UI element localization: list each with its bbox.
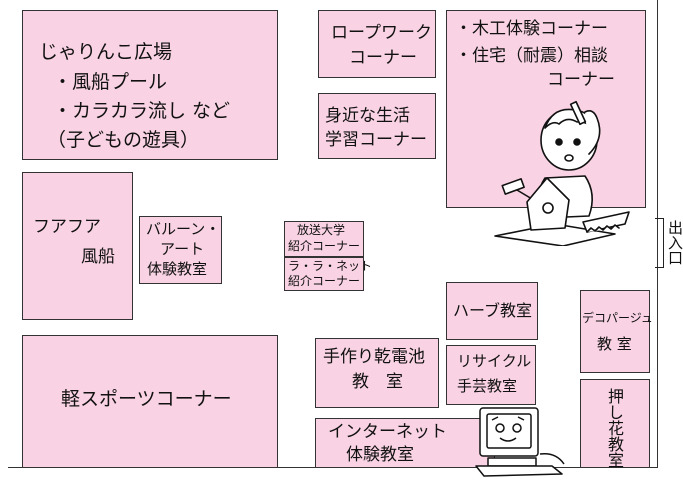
booth-woodwork-housing: ・木工体験コーナー ・住宅（耐震）相談 コーナー — [446, 10, 646, 208]
jarinko-item-balloon-pool: ・風船プール — [53, 71, 168, 93]
booth-lalanet: ラ・ラ・ネット 紹介コーナー — [284, 257, 372, 291]
balloon-art-line3: 体験教室 — [147, 260, 208, 278]
balloon-art-line2: アート — [160, 240, 205, 258]
recycle-line1: リサイクル — [457, 352, 532, 370]
booth-herb-class: ハーブ教室 — [446, 282, 538, 340]
booth-balloon-art: バルーン・ アート 体験教室 — [139, 216, 222, 284]
entrance-label: 出入口 — [666, 220, 683, 265]
battery-line1: 手作り乾電池 — [323, 347, 425, 367]
booth-open-university: 放送大学 紹介コーナー — [284, 221, 364, 257]
booth-light-sports: 軽スポーツコーナー — [22, 335, 278, 468]
lalanet-line2: 紹介コーナー — [288, 274, 361, 288]
mijika-line2: 学習コーナー — [325, 130, 427, 150]
booth-ropework: ロープワーク コーナー — [318, 10, 436, 78]
ropework-line1: ロープワーク — [331, 23, 432, 43]
decoupage-line2: 教 室 — [597, 335, 632, 353]
internet-line2: 体験教室 — [346, 445, 414, 465]
internet-line1: インターネット — [328, 422, 447, 442]
housou-line2: 紹介コーナー — [288, 239, 361, 253]
jarinko-item-toys: （子どもの遊具） — [47, 129, 200, 151]
light-sports-label: 軽スポーツコーナー — [61, 388, 232, 410]
housing-line3: コーナー — [547, 70, 615, 90]
recycle-line2: 手芸教室 — [457, 377, 518, 395]
booth-fuafua-balloon: フアフア 風船 — [22, 172, 133, 320]
booth-internet-experience: インターネット 体験教室 — [315, 418, 495, 468]
housing-line2: ・住宅（耐震）相談 — [455, 46, 608, 66]
decoupage-line1: デコパージュ — [582, 311, 653, 325]
fuafua-line2: 風船 — [81, 247, 115, 267]
mijika-line1: 身近な生活 — [325, 106, 410, 126]
battery-line2: 教 室 — [352, 372, 403, 392]
carpenter-icon — [494, 100, 630, 246]
booth-decoupage-class: デコパージュ 教 室 — [580, 290, 653, 373]
housou-line1: 放送大学 — [297, 223, 346, 237]
balloon-art-line1: バルーン・ — [146, 220, 221, 238]
woodwork-line1: ・木工体験コーナー — [455, 19, 608, 39]
booth-jarinko-plaza: じゃりんこ広場 ・風船プール ・カラカラ流し など （子どもの遊具） — [22, 10, 278, 160]
oshibana-label: 押し花教室 — [605, 388, 624, 468]
booth-recycle-craft: リサイクル 手芸教室 — [446, 345, 536, 405]
ropework-line2: コーナー — [349, 48, 417, 68]
jarinko-title: じゃりんこ広場 — [39, 41, 173, 63]
booth-daily-life-learning: 身近な生活 学習コーナー — [318, 93, 436, 159]
lalanet-line1: ラ・ラ・ネット — [288, 259, 373, 273]
booth-pressed-flower: 押し花教室 — [580, 379, 650, 468]
fuafua-line1: フアフア — [33, 217, 101, 237]
jarinko-item-karakara: ・カラカラ流し など — [53, 100, 231, 122]
entrance-bracket — [655, 218, 664, 268]
herb-label: ハーブ教室 — [453, 301, 533, 320]
booth-handmade-battery: 手作り乾電池 教 室 — [315, 338, 439, 408]
computer-icon — [475, 407, 565, 477]
